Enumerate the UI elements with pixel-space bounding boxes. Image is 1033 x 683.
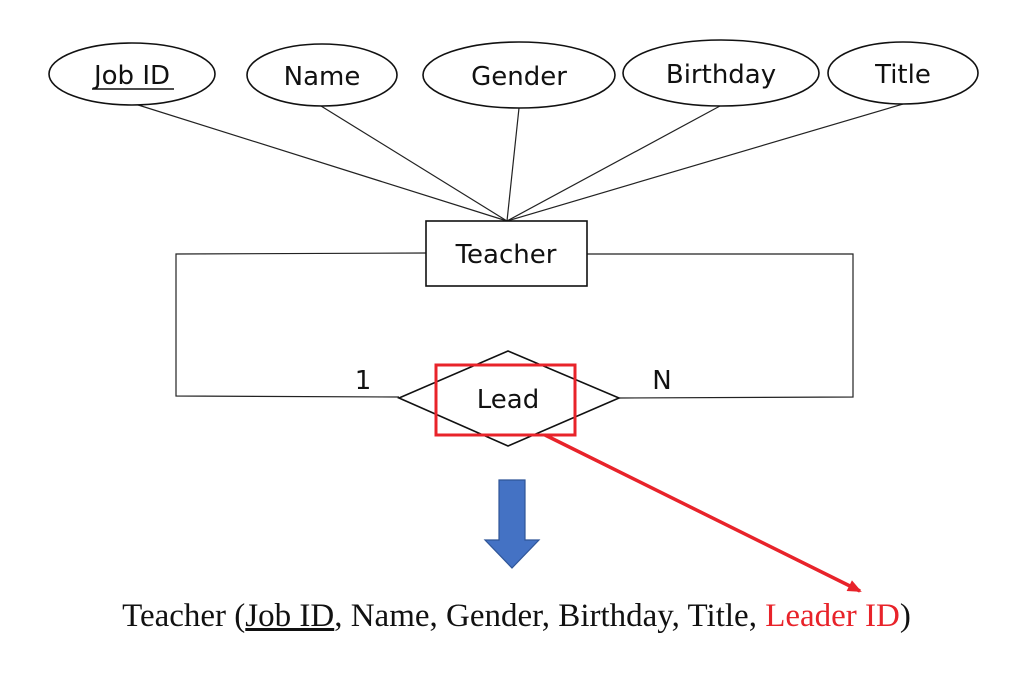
entity-box xyxy=(425,220,588,287)
attribute-name: Name xyxy=(246,43,398,107)
connector-job-id xyxy=(134,103,508,222)
schema-close-paren: ) xyxy=(899,598,911,634)
entity-teacher: Teacher xyxy=(425,220,588,287)
attribute-job-id: Job ID xyxy=(48,42,216,106)
down-arrow-icon xyxy=(483,479,541,569)
relation-schema: Teacher (Job ID, Name, Gender, Birthday,… xyxy=(0,592,1033,640)
attribute-ellipse xyxy=(622,39,820,107)
attribute-ellipse xyxy=(827,41,979,105)
connector-name xyxy=(320,105,508,222)
schema-entity: Teacher xyxy=(122,598,227,634)
connector-gender xyxy=(506,107,520,222)
cardinality-left: 1 xyxy=(355,366,372,396)
attribute-birthday: Birthday xyxy=(622,39,820,107)
cardinality-right: N xyxy=(652,366,671,396)
attribute-ellipse xyxy=(422,41,616,109)
attribute-ellipse xyxy=(246,43,398,107)
schema-separator: , xyxy=(334,598,351,634)
schema-open-paren: ( xyxy=(226,598,246,634)
attribute-label-gender: Gender xyxy=(471,62,567,92)
attribute-label-title: Title xyxy=(874,60,931,90)
attribute-label-job-id: Job ID xyxy=(92,61,170,91)
highlight-box xyxy=(434,363,577,437)
attribute-connectors xyxy=(134,103,904,222)
loop-right-line xyxy=(587,253,854,399)
relationship-loop xyxy=(175,252,854,399)
highlight-arrow xyxy=(544,433,862,593)
entity-label: Teacher xyxy=(455,240,557,270)
connector-birthday xyxy=(506,105,721,222)
schema-attributes: Name, Gender, Birthday, Title, xyxy=(350,598,766,634)
connector-title xyxy=(506,103,904,222)
schema-foreign-attribute: Leader ID xyxy=(765,598,900,634)
schema-key-attribute: Job ID xyxy=(245,598,335,634)
attribute-label-name: Name xyxy=(284,62,361,92)
attribute-gender: Gender xyxy=(422,41,616,109)
loop-left-line xyxy=(175,252,427,398)
attribute-label-birthday: Birthday xyxy=(666,60,776,90)
attribute-title: Title xyxy=(827,41,979,105)
relationship-label: Lead xyxy=(477,385,539,415)
